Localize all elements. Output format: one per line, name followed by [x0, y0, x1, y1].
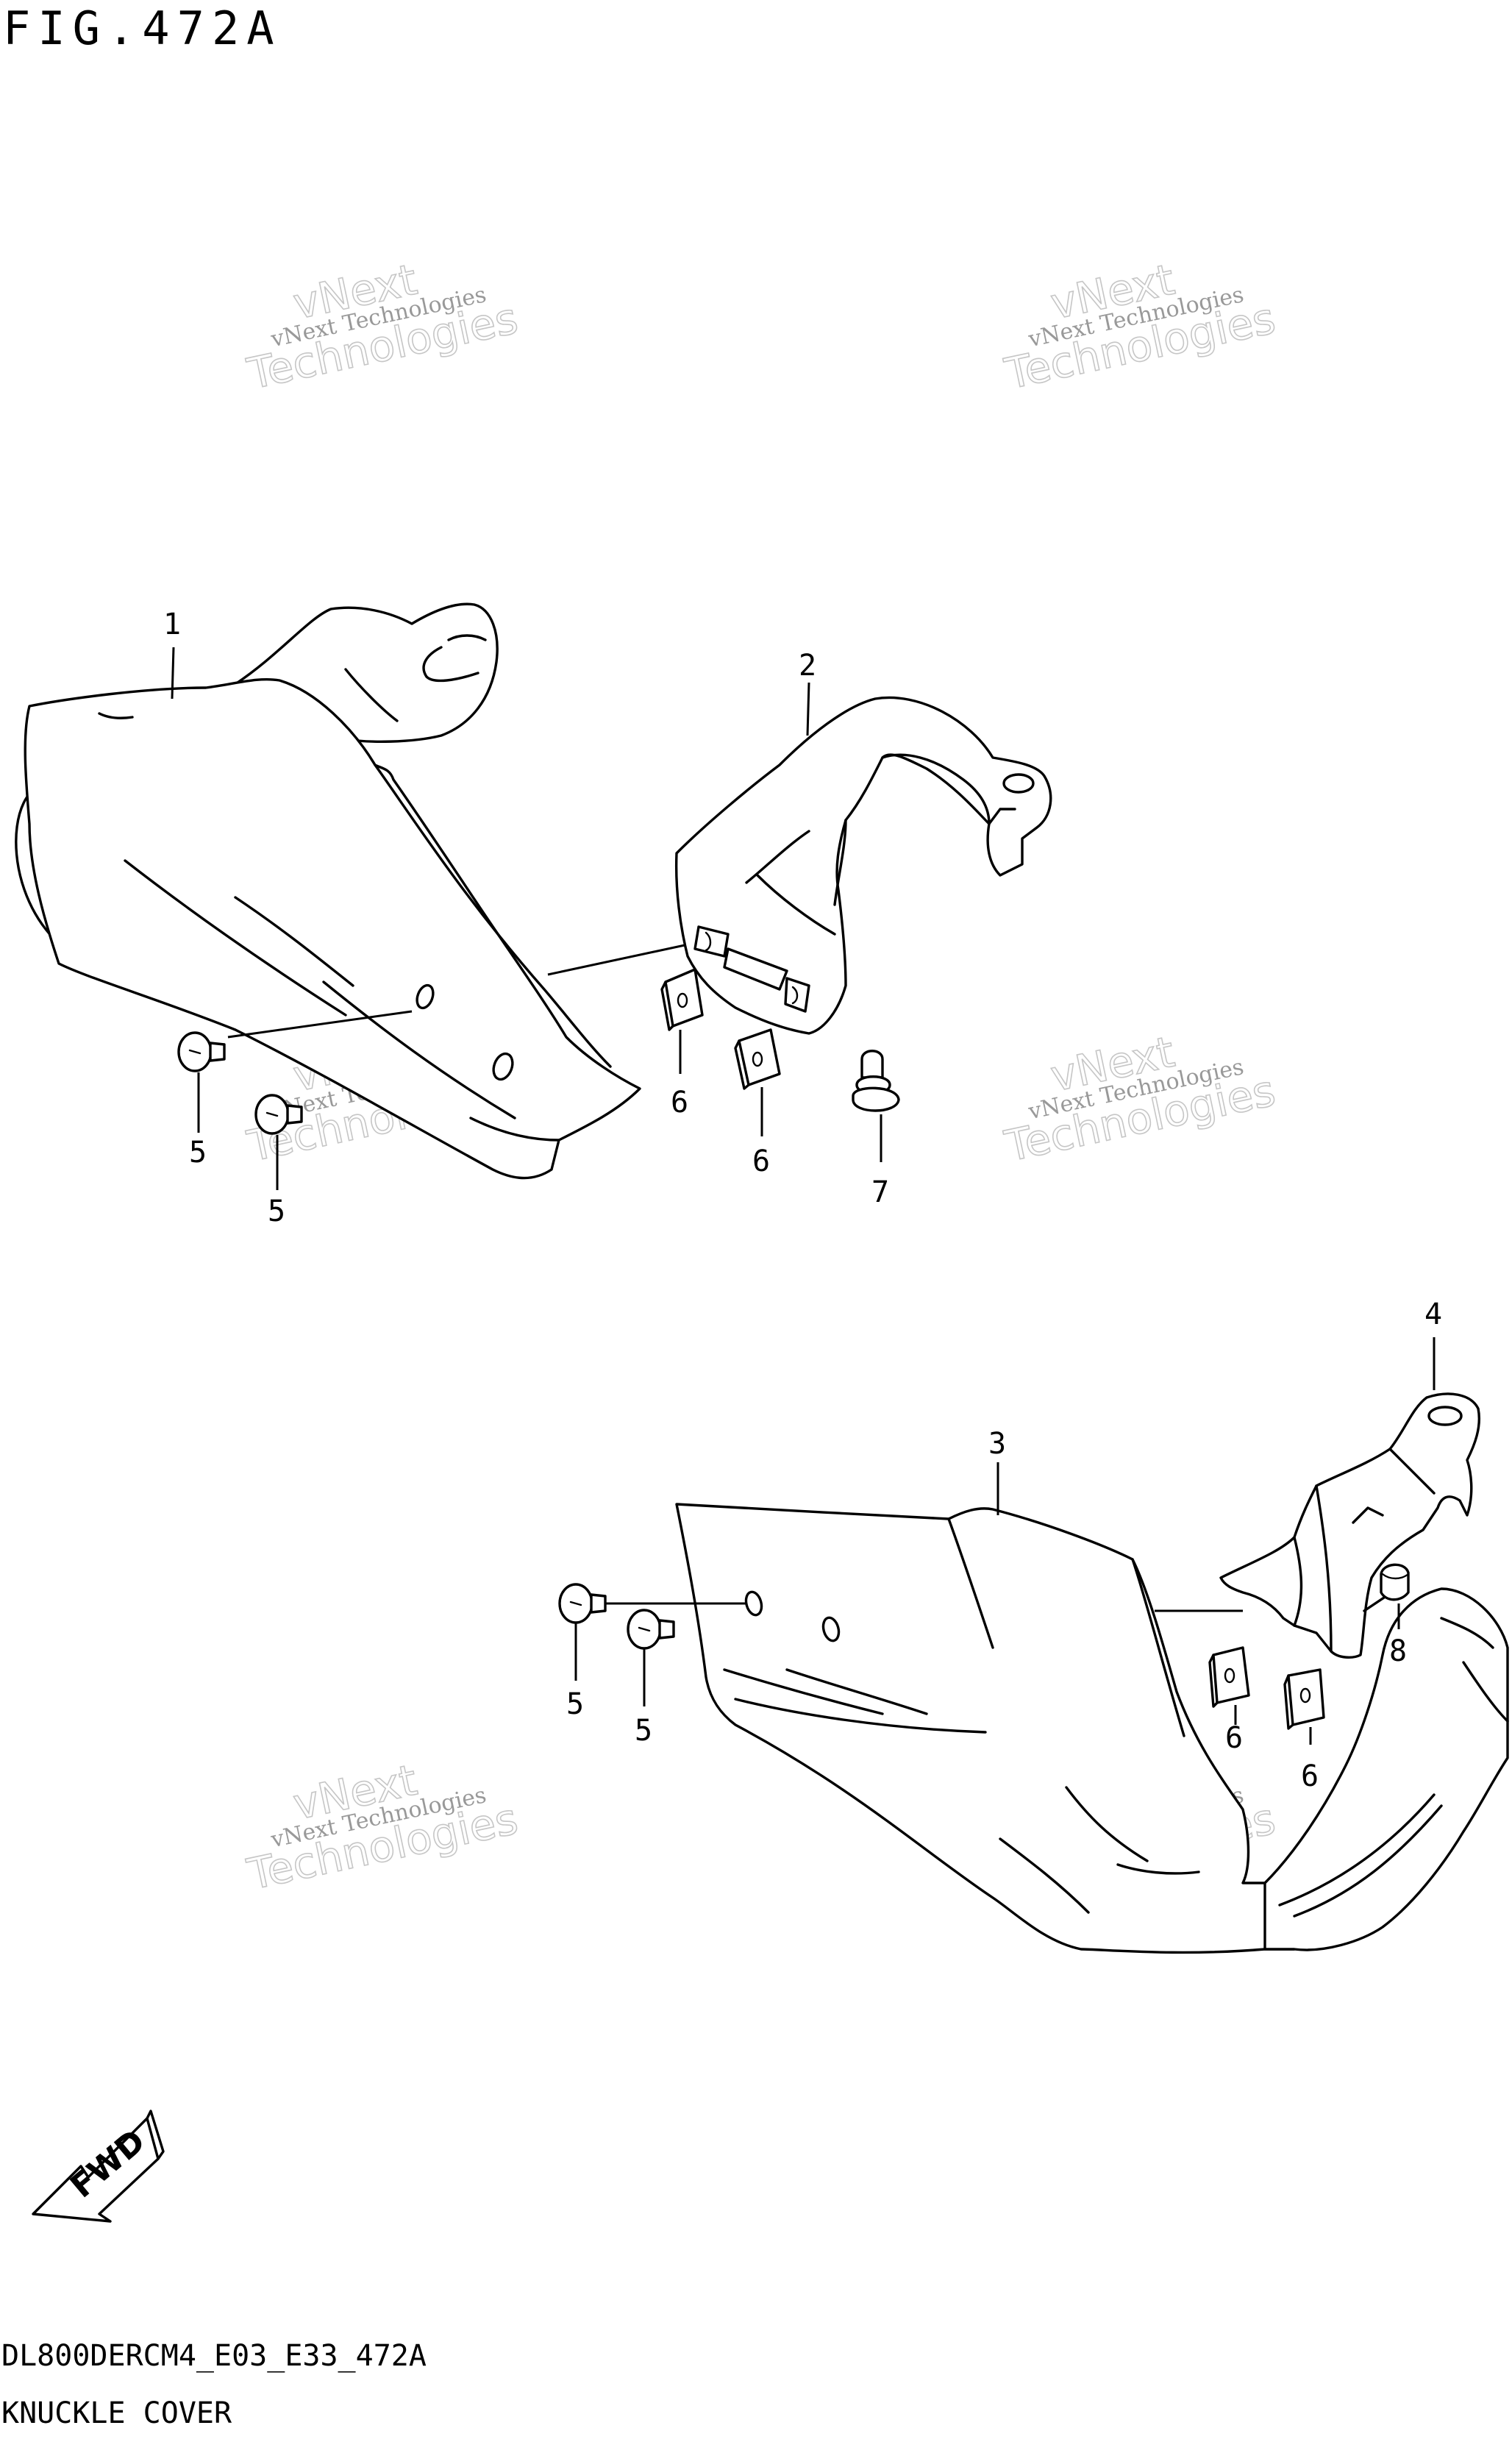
svg-text:6: 6 — [1301, 1759, 1319, 1793]
callout-6: 6 — [752, 1087, 770, 1178]
callout-6: 6 — [1225, 1705, 1243, 1755]
callout-5: 5 — [189, 1072, 207, 1170]
figure-title: FIG.472A — [3, 1, 282, 55]
diagram-name: KNUCKLE COVER — [1, 2396, 232, 2430]
knuckle-cover-right-part-3 — [675, 1503, 1299, 1954]
callout-2: 2 — [799, 649, 816, 736]
svg-text:6: 6 — [752, 1145, 770, 1178]
svg-text:5: 5 — [566, 1687, 584, 1721]
screw-part-5 — [254, 1094, 303, 1135]
fwd-arrow-icon: FWD — [32, 2110, 165, 2223]
svg-text:1: 1 — [163, 608, 181, 641]
callout-4: 4 — [1424, 1297, 1442, 1390]
callout-1: 1 — [163, 608, 181, 700]
svg-text:4: 4 — [1424, 1297, 1442, 1331]
callout-3: 3 — [988, 1427, 1006, 1515]
svg-text:5: 5 — [268, 1195, 285, 1228]
clip-part-6 — [1283, 1668, 1325, 1730]
callout-8: 8 — [1389, 1603, 1407, 1668]
svg-text:5: 5 — [189, 1136, 207, 1170]
svg-text:6: 6 — [671, 1086, 688, 1119]
watermark: vNext Technologies vNext Technologies — [999, 1026, 1280, 1172]
callout-6: 6 — [1301, 1727, 1319, 1793]
svg-text:8: 8 — [1389, 1634, 1407, 1668]
screw-part-5 — [627, 1609, 675, 1650]
bracket-left-part-2 — [674, 696, 1052, 1035]
watermark: vNext Technologies vNext Technologies — [999, 254, 1280, 399]
clip-part-6 — [734, 1028, 781, 1090]
svg-text:3: 3 — [988, 1427, 1006, 1461]
bracket-right-part-4 — [1219, 1392, 1480, 1659]
callout-7: 7 — [871, 1114, 889, 1209]
grommet-part-7 — [852, 1050, 900, 1112]
screw-part-5 — [558, 1583, 607, 1624]
svg-text:7: 7 — [871, 1175, 889, 1209]
clip-part-6 — [660, 968, 704, 1031]
callout-5: 5 — [566, 1623, 584, 1721]
knuckle-cover-right-lower — [1263, 1587, 1509, 1951]
diagram-code: DL800DERCM4_E03_E33_472A — [1, 2339, 427, 2373]
callout-5: 5 — [268, 1135, 285, 1228]
callout-6: 6 — [671, 1030, 688, 1119]
watermark: vNext Technologies vNext Technologies — [242, 254, 522, 399]
watermark: vNext Technologies vNext Technologies — [242, 1754, 522, 1900]
clip-part-6 — [1208, 1646, 1250, 1708]
nut-part-8 — [1380, 1563, 1410, 1601]
svg-text:5: 5 — [635, 1714, 652, 1748]
svg-text:6: 6 — [1225, 1721, 1243, 1755]
callout-5: 5 — [635, 1649, 652, 1748]
svg-text:2: 2 — [799, 649, 816, 683]
screw-part-5 — [177, 1031, 226, 1072]
knuckle-cover-left-part-1 — [15, 602, 641, 1180]
